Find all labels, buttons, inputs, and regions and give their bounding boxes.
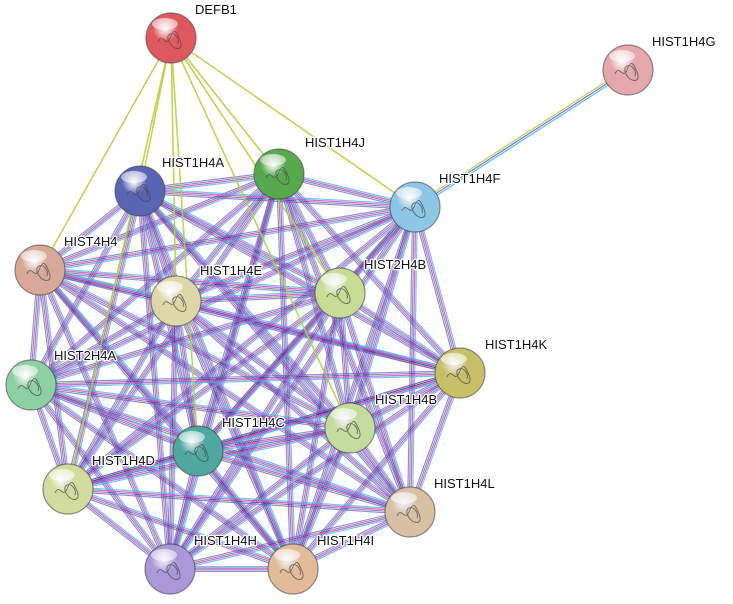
protein-structure-icon bbox=[17, 378, 42, 396]
edge-hist1h4d-hist1h4l bbox=[67, 486, 411, 515]
protein-structure-icon bbox=[26, 263, 51, 281]
node-hist1h4d[interactable]: HIST1H4D bbox=[42, 452, 156, 515]
node-hist1h4d-label: HIST1H4D bbox=[92, 453, 155, 468]
edge-hist1h4k-hist1h4h bbox=[168, 370, 462, 572]
node-hist1h4g[interactable]: HIST1H4G bbox=[602, 33, 717, 96]
node-hist1h4e-label: HIST1H4E bbox=[200, 263, 262, 278]
node-hist1h4g-label: HIST1H4G bbox=[652, 34, 716, 49]
protein-structure-icon bbox=[265, 167, 290, 185]
protein-structure-icon bbox=[336, 421, 361, 439]
node-hist4h4-label: HIST4H4 bbox=[64, 234, 117, 249]
edge-defb1-hist1h4b bbox=[170, 37, 351, 429]
node-hist1h4h-label: HIST1H4H bbox=[194, 533, 257, 548]
protein-structure-icon bbox=[157, 31, 182, 49]
edge-hist1h4l-hist1h4h bbox=[169, 509, 411, 572]
edge-hist4h4-hist1h4l bbox=[38, 267, 412, 515]
node-hist1h4h[interactable]: HIST1H4H bbox=[144, 532, 258, 595]
node-hist2h4a-label: HIST2H4A bbox=[54, 348, 116, 363]
edge-defb1-hist1h4j bbox=[170, 37, 280, 175]
protein-structure-icon bbox=[156, 562, 181, 580]
edge-defb1-hist1h4f bbox=[170, 37, 416, 208]
edge-hist2h4a-hist1h4i bbox=[29, 382, 295, 572]
node-hist2h4b-label: HIST2H4B bbox=[364, 257, 426, 272]
edge-hist2h4a-hist1h4b bbox=[30, 382, 351, 431]
edge-hist1h4g-hist1h4f bbox=[413, 67, 630, 210]
protein-structure-icon bbox=[614, 63, 639, 81]
protein-structure-icon bbox=[126, 184, 151, 202]
node-hist1h4f-label: HIST1H4F bbox=[439, 171, 500, 186]
edge-hist1h4e-hist1h4i bbox=[173, 299, 296, 571]
edge-hist1h4f-hist4h4 bbox=[39, 204, 416, 273]
node-defb1-label: DEFB1 bbox=[195, 2, 237, 17]
edge-hist1h4e-hist2h4b bbox=[175, 290, 341, 304]
edge-hist1h4d-hist1h4i bbox=[66, 486, 295, 572]
edge-hist2h4b-hist1h4l bbox=[337, 292, 413, 513]
edge-defb1-hist4h4 bbox=[39, 37, 172, 271]
protein-structure-icon bbox=[162, 294, 187, 312]
node-hist2h4b[interactable]: HIST2H4B bbox=[314, 256, 427, 319]
node-hist1h4c[interactable]: HIST1H4C bbox=[172, 414, 286, 477]
protein-structure-icon bbox=[326, 286, 351, 304]
protein-structure-icon bbox=[279, 562, 304, 580]
node-hist2h4a[interactable]: HIST2H4A bbox=[5, 347, 118, 411]
edge-hist1h4c-hist1h4l bbox=[197, 448, 411, 515]
node-hist1h4j[interactable]: HIST1H4J bbox=[253, 134, 366, 200]
node-hist1h4k-label: HIST1H4K bbox=[485, 337, 547, 352]
node-hist1h4a-label: HIST1H4A bbox=[162, 155, 224, 170]
protein-structure-icon bbox=[184, 444, 209, 462]
node-hist1h4i-label: HIST1H4I bbox=[317, 533, 374, 548]
edge-hist2h4b-hist1h4d bbox=[66, 290, 342, 492]
node-hist4h4[interactable]: HIST4H4 bbox=[14, 233, 119, 296]
protein-structure-icon bbox=[401, 200, 426, 218]
node-hist1h4l-label: HIST1H4L bbox=[434, 476, 495, 491]
edge-defb1-hist1h4d bbox=[67, 37, 172, 490]
protein-structure-icon bbox=[396, 505, 421, 523]
node-hist1h4i[interactable]: HIST1H4I bbox=[267, 532, 375, 595]
edges-layer bbox=[28, 37, 630, 573]
edge-hist1h4e-hist1h4k bbox=[175, 298, 461, 376]
edge-defb1-hist1h4e bbox=[170, 37, 177, 302]
node-hist1h4b-label: HIST1H4B bbox=[375, 392, 437, 407]
edge-hist1h4k-hist2h4a bbox=[30, 370, 461, 388]
node-hist1h4b[interactable]: HIST1H4B bbox=[324, 391, 438, 454]
node-hist1h4e[interactable]: HIST1H4E bbox=[150, 262, 264, 327]
edge-hist2h4b-hist1h4c bbox=[195, 290, 343, 454]
edge-defb1-hist1h4c bbox=[170, 37, 199, 452]
node-hist1h4c-label: HIST1H4C bbox=[222, 415, 285, 430]
node-hist1h4a[interactable]: HIST1H4A bbox=[114, 154, 226, 217]
node-hist1h4j-label: HIST1H4J bbox=[305, 135, 365, 150]
node-defb1[interactable]: DEFB1 bbox=[145, 1, 238, 64]
protein-structure-icon bbox=[446, 366, 471, 384]
node-hist1h4l[interactable]: HIST1H4L bbox=[384, 475, 496, 538]
edge-hist1h4f-hist1h4k bbox=[412, 206, 463, 374]
node-hist1h4k[interactable]: HIST1H4K bbox=[434, 336, 549, 399]
edge-hist2h4b-hist2h4a bbox=[30, 290, 341, 388]
edge-hist1h4j-hist4h4 bbox=[38, 171, 281, 273]
node-hist1h4f[interactable]: HIST1H4F bbox=[389, 170, 502, 233]
protein-structure-icon bbox=[54, 482, 79, 500]
